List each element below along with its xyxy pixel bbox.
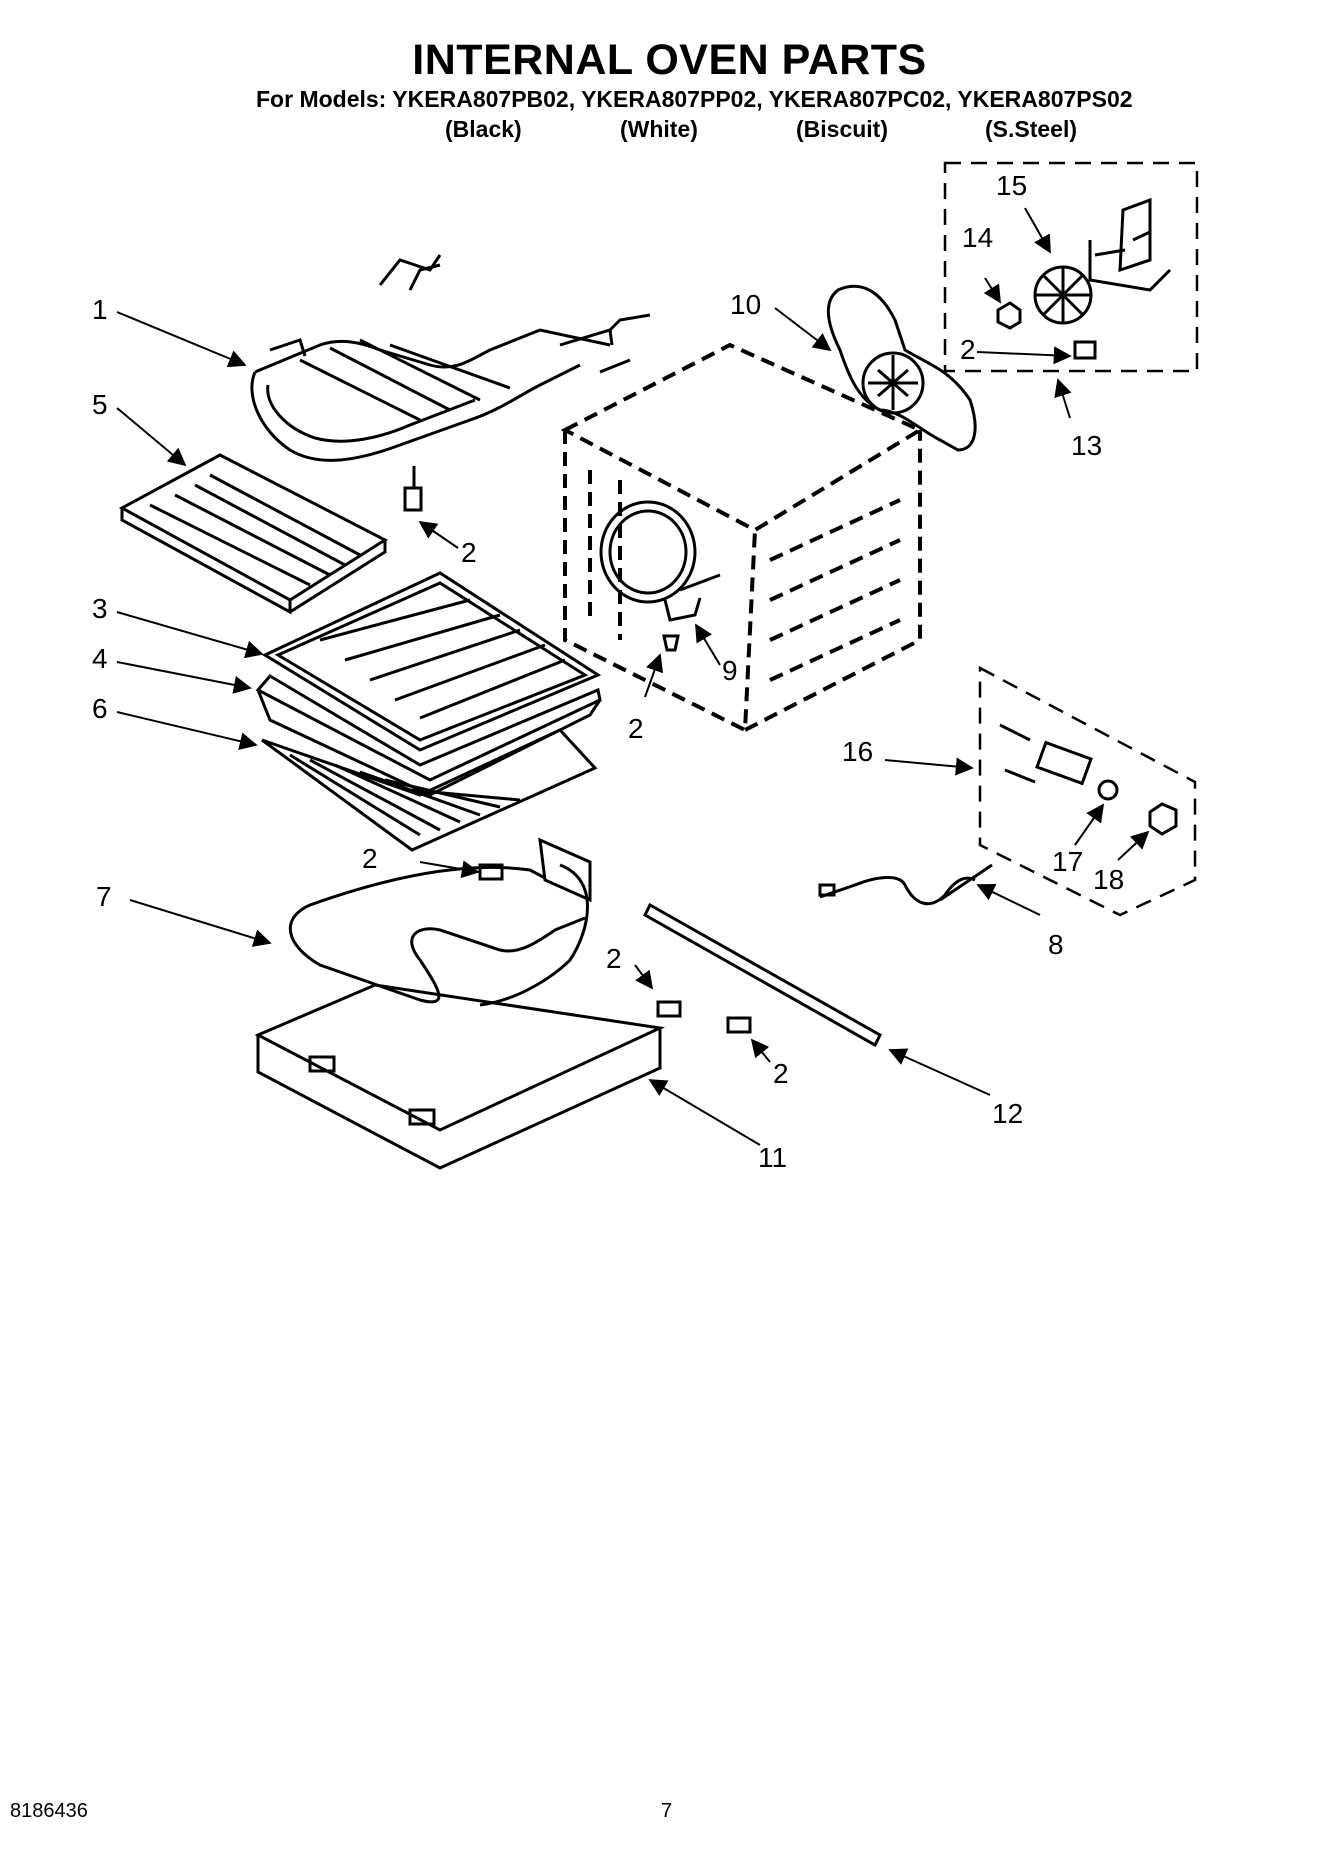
callout-3: 3 <box>92 593 108 624</box>
callout-4: 4 <box>92 643 108 674</box>
callout-5: 5 <box>92 389 108 420</box>
bake-element-part-7 <box>288 837 592 1007</box>
callout-2-bottom: 2 <box>606 943 622 974</box>
callout-15: 15 <box>996 170 1027 201</box>
document-number: 8186436 <box>10 1800 88 1822</box>
fan-cover-part-10 <box>827 284 977 452</box>
broiler-grid-part-3 <box>261 571 602 752</box>
convection-element-part-9 <box>599 500 721 652</box>
bracket-part-12 <box>643 902 882 1048</box>
callout-10: 10 <box>730 289 761 320</box>
callout-2-broil: 2 <box>461 537 477 568</box>
fan-screw-part-13 <box>1073 340 1097 360</box>
models-line: For Models: YKERA807PB02, YKERA807PP02, … <box>256 86 1133 112</box>
sensor-part-16 <box>999 723 1093 786</box>
callout-12: 12 <box>992 1098 1023 1129</box>
callout-14: 14 <box>962 222 993 253</box>
oven-cavity <box>560 342 925 734</box>
leader-lines <box>116 207 1150 1146</box>
callout-2-bake: 2 <box>362 843 378 874</box>
broil-element-part-1 <box>250 254 651 512</box>
callout-2-bracket: 2 <box>773 1058 789 1089</box>
callout-2-fan: 2 <box>960 334 976 365</box>
fan-motor-part-15 <box>1033 197 1172 325</box>
callout-17: 17 <box>1052 846 1083 877</box>
callout-18: 18 <box>1093 864 1124 895</box>
color-label-white: (White) <box>620 116 698 142</box>
sensor-kit-box <box>978 665 1197 917</box>
color-label-steel: (S.Steel) <box>985 116 1078 142</box>
nut-part-18 <box>1148 802 1178 836</box>
callout-2-cavity: 2 <box>628 713 644 744</box>
color-label-black: (Black) <box>445 116 522 142</box>
color-label-biscuit: (Biscuit) <box>796 116 888 142</box>
bottom-cover-part-11 <box>254 983 666 1170</box>
callout-16: 16 <box>842 736 873 767</box>
page-title: INTERNAL OVEN PARTS <box>412 36 927 84</box>
fan-motor-kit-box <box>943 161 1199 373</box>
shield-part-5 <box>118 453 389 615</box>
callout-11: 11 <box>758 1142 787 1173</box>
callout-13: 13 <box>1071 430 1102 461</box>
page-number: 7 <box>661 1800 673 1822</box>
callout-6: 6 <box>92 693 108 724</box>
fan-nut-part-14 <box>996 301 1022 330</box>
screw-bottom <box>656 1000 682 1018</box>
broiler-pan-part-4 <box>255 674 602 797</box>
temperature-probe-part-8 <box>818 863 993 906</box>
callout-8: 8 <box>1048 929 1064 960</box>
callout-1: 1 <box>92 294 108 325</box>
callout-7: 7 <box>96 881 112 912</box>
oven-rack-part-6 <box>261 728 598 852</box>
washer-part-17 <box>1097 779 1119 801</box>
callout-9: 9 <box>722 655 738 686</box>
